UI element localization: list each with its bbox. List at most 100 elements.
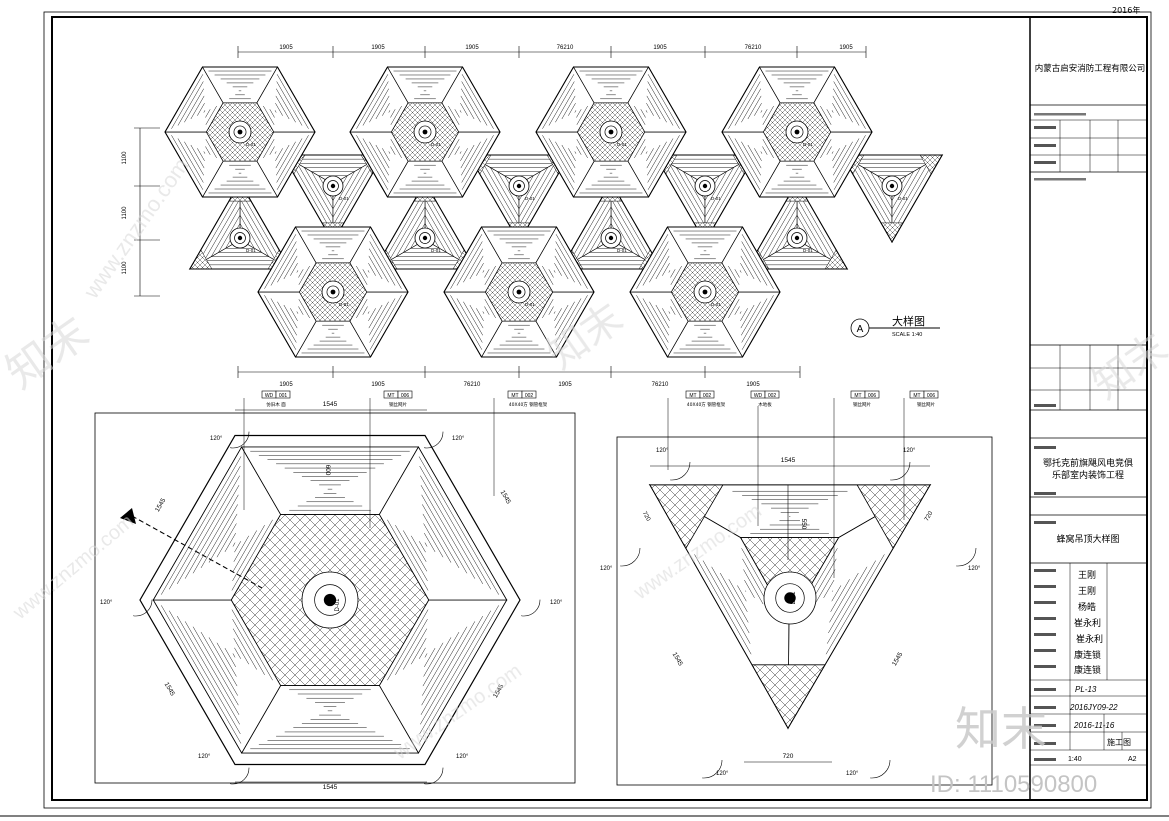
hex-angle-5: 120° <box>198 754 211 760</box>
tri-tag-1-num: 002 <box>703 393 712 399</box>
triangle-frame <box>653 154 757 244</box>
hex-tag-3-text: 40X40方 钢管框架 <box>509 401 548 408</box>
tri-tag-4-text: 钢丝网片 <box>917 401 935 408</box>
corner-mark: 2016年 <box>1112 5 1140 15</box>
section-cut-line <box>131 515 263 589</box>
detail-callout <box>850 318 940 338</box>
plan-dim-bottom-1: 1905 <box>279 382 293 388</box>
angle-arc <box>685 741 723 779</box>
hex-tag-3-num: 002 <box>525 393 534 399</box>
tri-tag-3-text: 钢丝网片 <box>853 401 871 408</box>
tri-tag-4-code: MT <box>913 393 920 399</box>
title-block-label <box>1034 665 1056 668</box>
hex-dim-right: 1545 <box>499 489 512 505</box>
plan-fixture-tag: D-01 <box>898 196 908 201</box>
plan-fixture-tag: D-01 <box>525 302 535 307</box>
plan-fixture-tag: D-01 <box>711 302 721 307</box>
title-block-label <box>1034 585 1056 588</box>
watermark-brand-3: 知末 <box>1085 325 1169 407</box>
tri-tag-2-code: WD <box>754 393 763 399</box>
angle-arc <box>853 741 891 779</box>
angle-arc <box>939 529 977 567</box>
triangle-frame <box>281 154 385 244</box>
plan-fixture-tag: D-01 <box>431 142 441 147</box>
hex-dim-top: 1545 <box>323 401 338 408</box>
tri-dim-slant-right: 1545 <box>891 651 904 667</box>
hex-frame <box>535 66 687 198</box>
title-block-label <box>1034 161 1056 164</box>
plan-dim-top-6: 76210 <box>745 45 762 51</box>
title-block-label <box>1034 601 1056 604</box>
angle-arc <box>410 415 444 449</box>
hex-tag-2-code: MT <box>387 393 394 399</box>
plan-fixture-tag: D-01 <box>339 196 349 201</box>
hex-angle-6: 120° <box>100 600 113 606</box>
tri-tag-1 <box>667 390 715 470</box>
tri-dim-slant-left: 1545 <box>671 651 684 667</box>
title-block-label <box>1034 144 1056 147</box>
tri-tag-4 <box>903 390 939 520</box>
hex-tag-1-text: 仿旧木 面 <box>266 401 286 408</box>
tri-dim-inner: 550 <box>800 519 807 530</box>
angle-arc <box>216 415 250 449</box>
plan-fixture-tag: D-01 <box>711 196 721 201</box>
mesh-panel <box>649 484 724 550</box>
triangle-frame <box>745 180 849 270</box>
person-4: 崔永利 <box>1074 617 1101 629</box>
sheet-size: A2 <box>1128 756 1137 763</box>
hex-angle-1: 120° <box>210 436 223 442</box>
hex-angle-3: 120° <box>550 600 563 606</box>
company-name: 内蒙古启安消防工程有限公司 <box>1035 63 1146 74</box>
project-name-line2: 乐部室内装饰工程 <box>1052 469 1124 481</box>
plan-dim-left-3: 1100 <box>122 261 128 275</box>
plan-dim-top-4: 76210 <box>557 45 574 51</box>
plan-fixture-tag: D-01 <box>339 302 349 307</box>
detail-title: 大样图 <box>892 314 925 328</box>
sheet-inner-border <box>51 16 1148 801</box>
title-block-label <box>1034 724 1056 727</box>
hex-frame <box>257 226 409 358</box>
project-name-line1: 鄂托克前旗飓风电竞俱 <box>1043 457 1133 469</box>
angle-arc <box>507 583 541 617</box>
tri-tag-2-text: 木地板 <box>758 401 772 408</box>
plan-fixture-tag: D-01 <box>246 142 256 147</box>
plan-dim-bottom-2: 1905 <box>371 382 385 388</box>
detail-scale: SCALE 1:40 <box>892 332 922 338</box>
triangle-frame <box>840 154 944 244</box>
hex-tag-1-num: 001 <box>279 393 288 399</box>
hex-frame <box>164 66 316 198</box>
tri-angle-1: 120° <box>656 448 669 454</box>
hex-tag-3 <box>493 390 537 496</box>
tri-dim-side-left: 720 <box>641 511 652 523</box>
plan-dim-bottom-3: 76210 <box>464 382 481 388</box>
tri-tag-1-code: MT <box>689 393 696 399</box>
tri-dim-top: 1545 <box>781 457 796 464</box>
detail-letter: A <box>857 324 864 335</box>
tri-angle-2: 120° <box>903 448 916 454</box>
plan-fixture-tag: D-01 <box>617 142 627 147</box>
mesh-panel <box>856 484 931 550</box>
angle-arc <box>873 443 911 481</box>
title-block-label <box>1034 742 1056 745</box>
hex-angle-2: 120° <box>452 436 465 442</box>
triangle-frame <box>559 180 663 270</box>
mesh-panel <box>751 664 826 729</box>
plan-dimension-lines <box>134 46 867 378</box>
hex-tag-2-num: 006 <box>401 393 410 399</box>
tri-angle-5: 120° <box>716 771 729 777</box>
project-number: 2016JY09-22 <box>1069 703 1118 712</box>
person-7: 康连锁 <box>1074 664 1101 676</box>
title-block <box>1029 17 1147 800</box>
hex-cell <box>349 66 501 198</box>
tri-angle-3: 120° <box>968 566 981 572</box>
title-block-label <box>1034 649 1056 652</box>
title-block-label <box>1034 758 1056 761</box>
tri-tag-2 <box>750 390 780 526</box>
person-1: 王刚 <box>1078 570 1096 581</box>
plan-fixture-tag: D-01 <box>617 248 627 253</box>
tri-tag-2-num: 002 <box>768 393 777 399</box>
title-block-label <box>1034 521 1056 524</box>
drawing-stage: 施工图 <box>1107 737 1131 747</box>
plan-dim-top-7: 1905 <box>839 45 853 51</box>
angle-arc <box>603 529 641 567</box>
